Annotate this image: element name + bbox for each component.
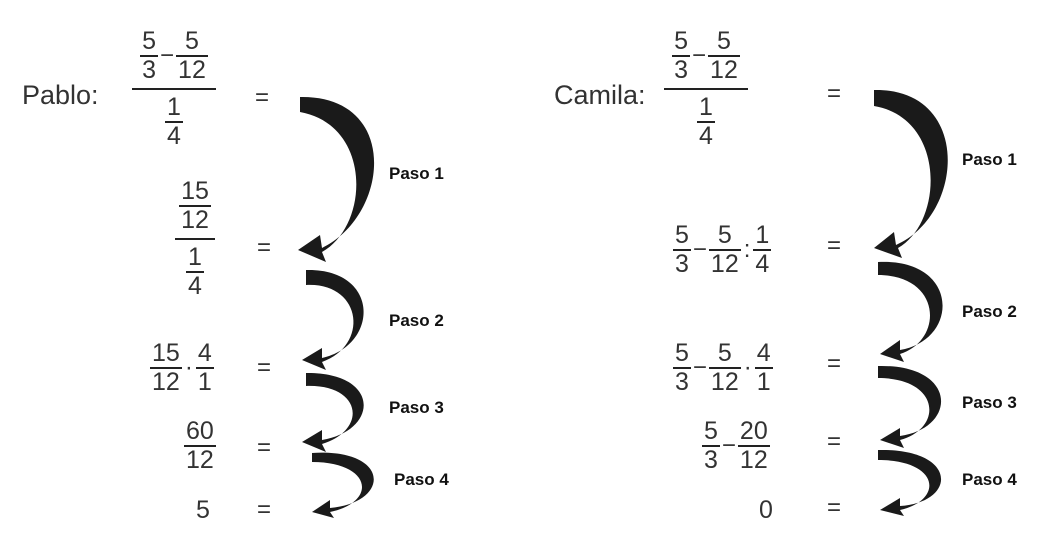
minus-sign: − [692,236,707,263]
step-label: Paso 3 [962,393,1017,412]
fraction-numerator: 5 [675,221,689,249]
fraction-denominator: 12 [710,250,739,278]
fraction-numerator: 1 [699,93,713,121]
fraction-denominator: 4 [699,122,713,150]
fraction-denominator: 3 [704,446,718,474]
fraction-denominator: 1 [756,368,771,396]
multiply-dot: · [743,354,752,381]
fraction-denominator: 12 [181,206,209,234]
equals-sign: = [256,234,271,261]
fraction-denominator: 1 [197,368,212,396]
minus-sign: − [692,354,707,381]
fraction-denominator: 12 [710,368,739,396]
fraction-numerator: 20 [739,417,768,445]
fraction-denominator: 12 [186,446,214,474]
fraction-denominator: 12 [739,446,768,474]
minus-sign: − [721,432,736,459]
arrow-right-step-1 [874,89,948,258]
student-name-camila: Camila: [554,80,646,110]
equals-sign: = [826,428,841,455]
arrow-left-step-4 [312,452,374,518]
fraction-denominator: 3 [142,56,157,84]
equals-sign: = [826,80,841,107]
fraction-denominator: 4 [167,122,181,150]
fraction-numerator: 5 [185,27,199,55]
fraction-denominator: 4 [188,272,202,300]
fraction-numerator: 60 [186,417,214,445]
fraction-numerator: 15 [152,339,180,367]
fraction-numerator: 15 [181,177,209,205]
fraction-numerator: 5 [675,339,689,367]
fraction-numerator: 1 [167,93,181,121]
divide-sign: : [743,236,751,263]
fraction-numerator: 5 [704,417,718,445]
arrow-left-step-1 [298,96,375,262]
fraction-denominator: 3 [675,368,689,396]
minus-sign: − [692,42,707,69]
fraction-denominator: 3 [675,250,689,278]
arrow-left-step-3 [302,372,364,452]
multiply-dot: · [184,354,193,381]
fraction-denominator: 3 [674,56,689,84]
step-label: Paso 4 [394,470,449,489]
fraction-numerator: 1 [755,221,770,249]
equals-sign: = [256,434,271,461]
student-name-pablo: Pablo: [22,80,99,110]
equals-sign: = [826,232,841,259]
step-label: Paso 2 [962,302,1017,321]
equals-sign: = [256,496,271,523]
minus-sign: − [160,42,175,69]
fraction-numerator: 5 [717,221,732,249]
equals-sign: = [254,84,269,111]
pablo-result: 5 [196,496,210,524]
fraction-numerator: 1 [188,243,202,271]
camila-result: 0 [759,496,773,524]
equals-sign: = [826,494,841,521]
step-label: Paso 2 [389,311,444,330]
fraction-denominator: 4 [755,250,770,278]
fraction-denominator: 12 [178,56,206,84]
equals-sign: = [256,354,271,381]
equals-sign: = [826,350,841,377]
arrow-right-step-3 [878,365,942,448]
fraction-numerator: 4 [197,339,212,367]
arrow-left-step-2 [302,269,364,370]
step-label: Paso 4 [962,470,1017,489]
fraction-numerator: 5 [142,27,157,55]
fraction-numerator: 4 [756,339,771,367]
fraction-numerator: 5 [674,27,689,55]
fraction-numerator: 5 [717,27,731,55]
arrow-right-step-2 [878,261,943,362]
fraction-denominator: 12 [152,368,180,396]
fraction-numerator: 5 [717,339,732,367]
fraction-denominator: 12 [710,56,738,84]
step-label: Paso 1 [389,164,444,183]
step-label: Paso 3 [389,398,444,417]
arrow-right-step-4 [878,449,942,516]
step-label: Paso 1 [962,150,1017,169]
